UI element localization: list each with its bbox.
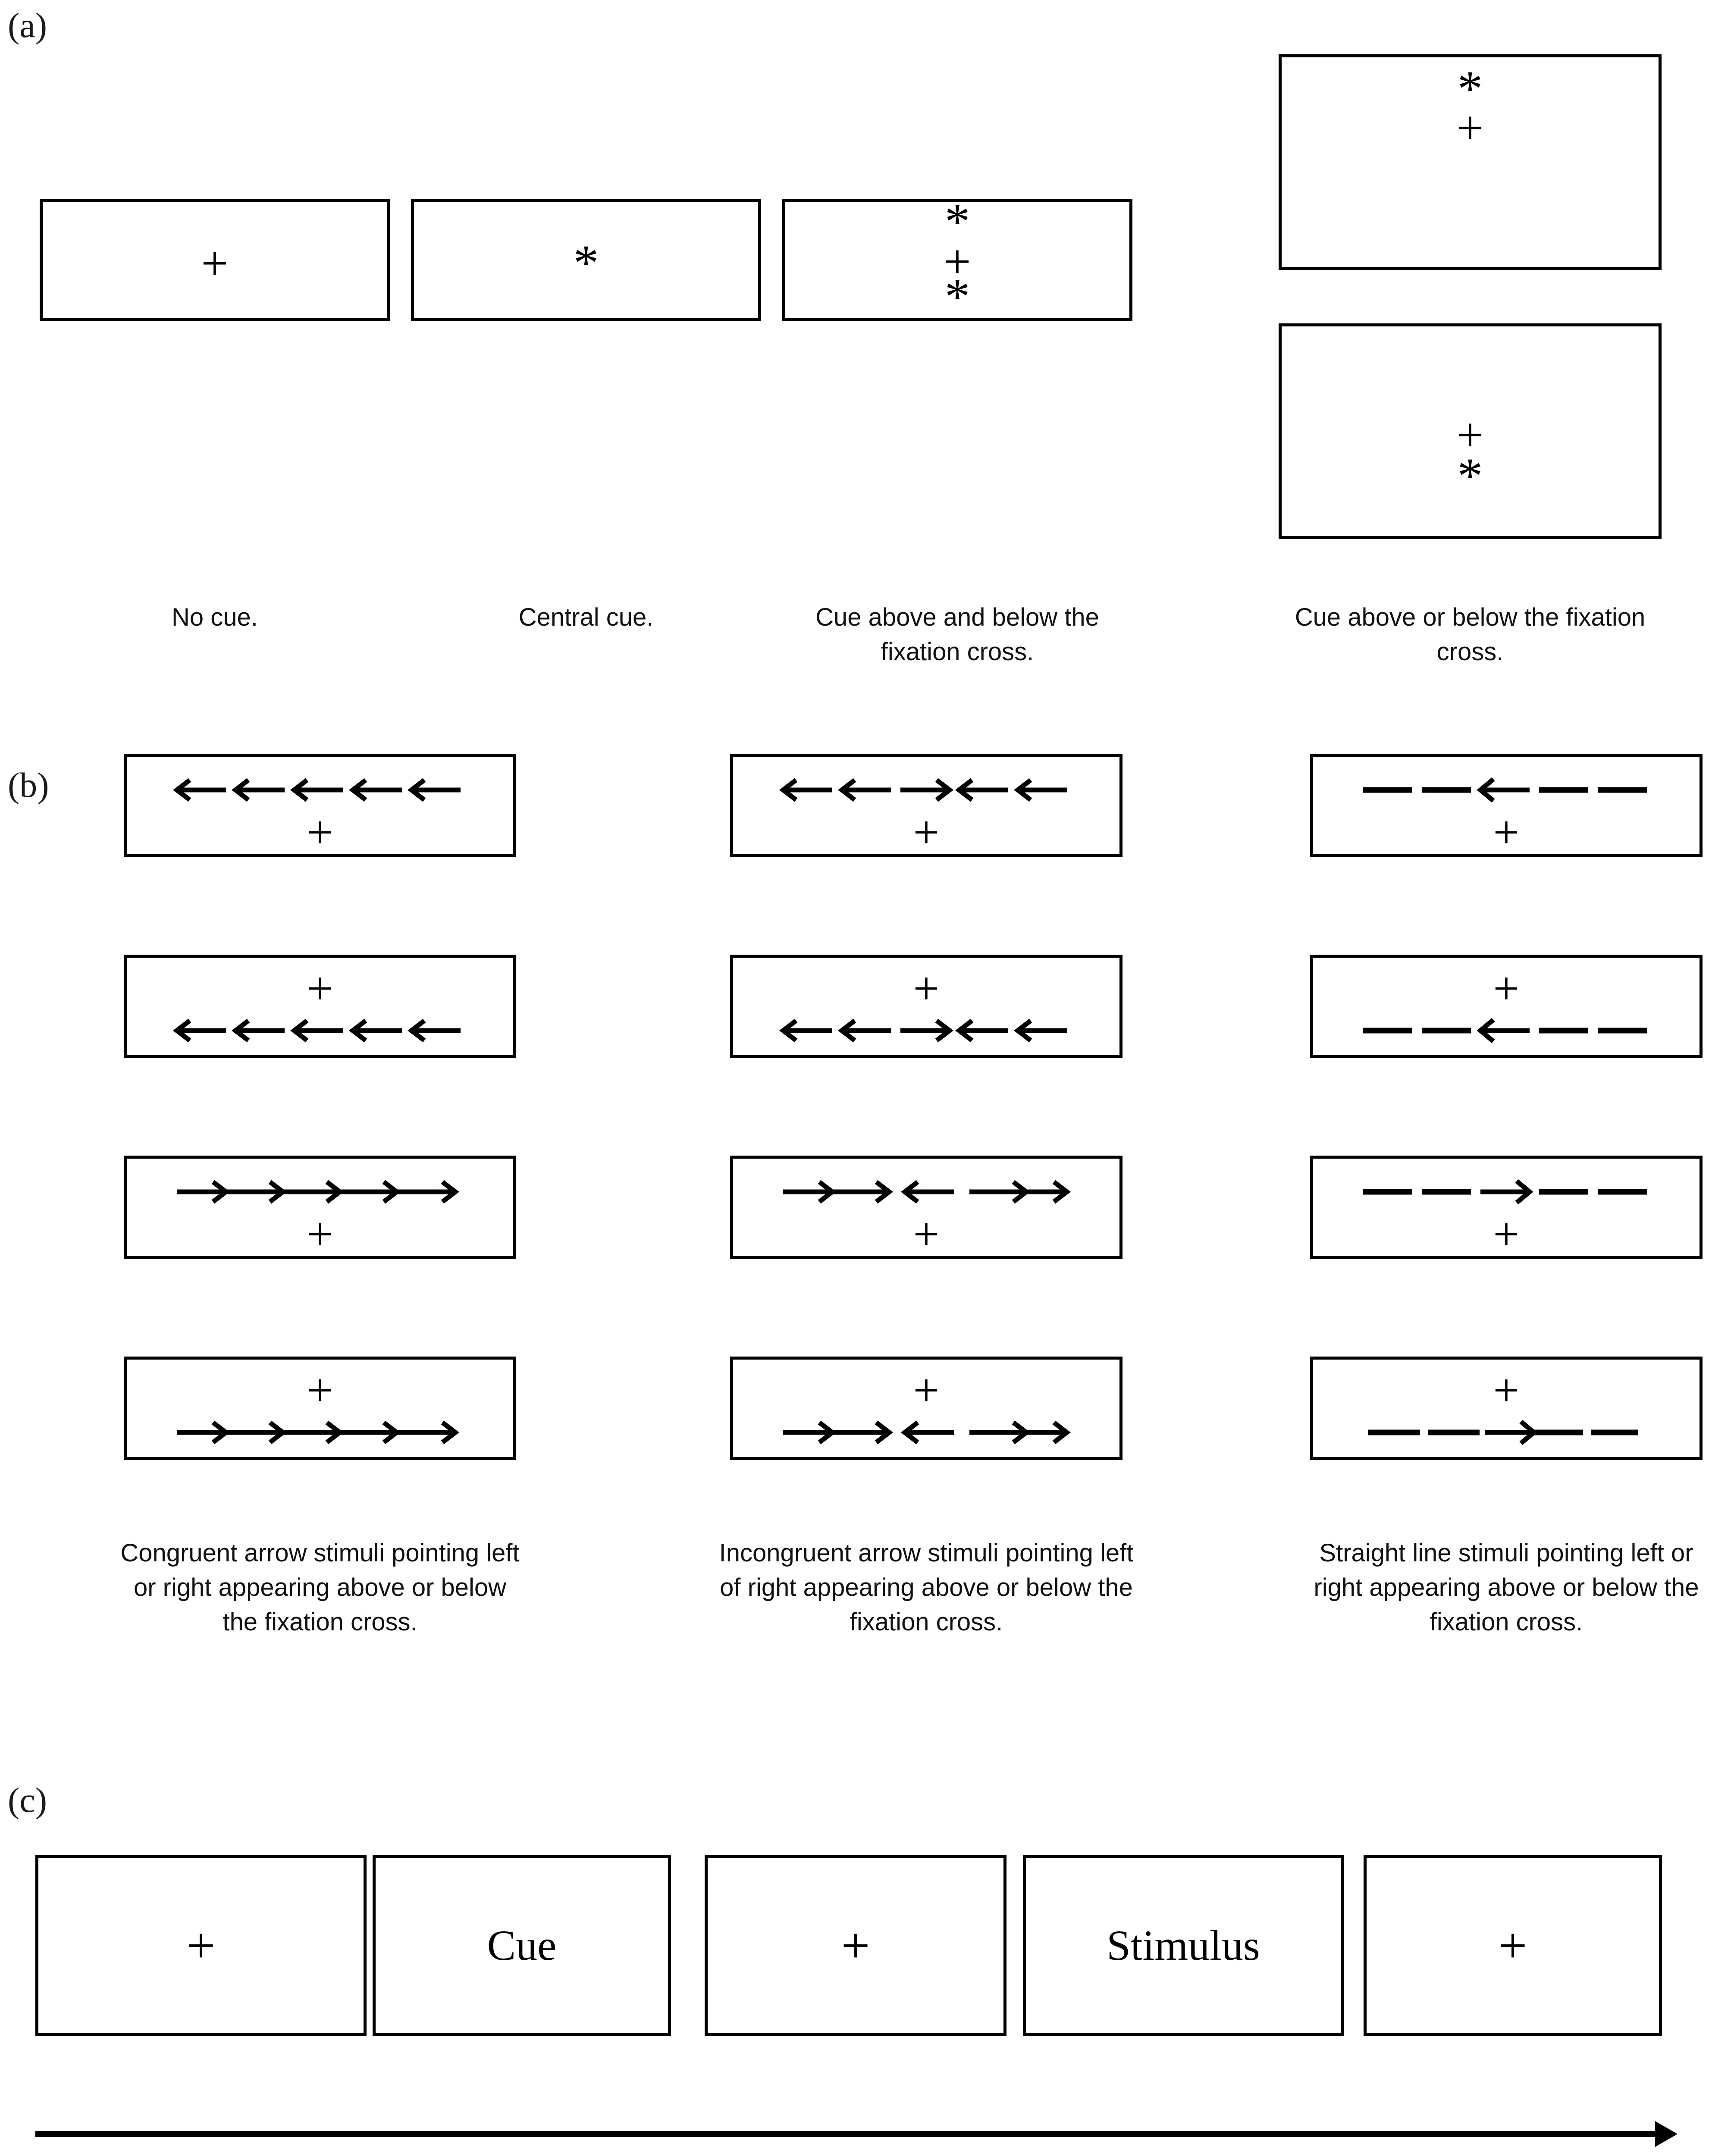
stimulus-row-lines-right — [1313, 1414, 1699, 1451]
panel-c-frame-cue: Cue — [373, 1855, 671, 2036]
stimulus-row-arrows-left — [127, 1012, 513, 1049]
fixation-cross: + — [1493, 1209, 1520, 1260]
fixation-cross: + — [1498, 1917, 1527, 1974]
panel-b-box-incongruent-above-left: + — [730, 754, 1123, 857]
fixation-cross: + — [1493, 807, 1520, 858]
stimulus-row-arrows-left — [127, 771, 513, 808]
panel-b-box-line-below-left: + — [1310, 955, 1703, 1058]
panel-a-box-central-cue: * — [411, 199, 761, 321]
panel-b-caption-incongruent: Incongruent arrow stimuli pointing left … — [719, 1539, 1134, 1636]
panel-b-box-incongruent-below-left: + — [730, 955, 1123, 1058]
panel-a-caption-no-cue: No cue. — [172, 603, 258, 631]
stimulus-label: Stimulus — [1107, 1921, 1260, 1969]
fixation-cross: + — [201, 237, 229, 290]
panel-c-frame-fixation-3: + — [1364, 1855, 1662, 2036]
panel-a-caption-cue-above-and-below: Cue above and below the fixation cross. — [815, 603, 1099, 666]
stimulus-row-arrows-right — [127, 1173, 513, 1210]
fixation-cross: + — [307, 1365, 333, 1416]
panel-b-box-congruent-below-right: + — [124, 1357, 516, 1460]
timeline-axis — [35, 2131, 1657, 2137]
panel-b-box-line-above-left: + — [1310, 754, 1703, 857]
fixation-cross: + — [913, 1365, 940, 1416]
stimulus-row-arrows-right — [127, 1414, 513, 1451]
panel-b-box-line-below-right: + — [1310, 1357, 1703, 1460]
panel-b-box-congruent-below-left: + — [124, 955, 516, 1058]
panel-a-caption-central-cue: Central cue. — [518, 603, 654, 631]
fixation-cross: + — [1493, 1365, 1520, 1416]
panel-b-caption-straight-lines: Straight line stimuli pointing left or r… — [1314, 1539, 1699, 1636]
fixation-cross: + — [307, 1209, 333, 1260]
panel-a-box-no-cue: + — [40, 199, 390, 321]
stimulus-row-arrows-incongruent-left — [733, 771, 1119, 808]
panel-c-frame-fixation-1: + — [35, 1855, 367, 2036]
timeline-arrow-icon — [1655, 2121, 1678, 2147]
stimulus-row-arrows-incongruent-left — [733, 1012, 1119, 1049]
stimulus-row-lines-left — [1313, 771, 1699, 808]
panel-b-letter: (b) — [8, 765, 49, 805]
panel-a-box-cue-below: + * — [1279, 323, 1662, 539]
panel-b-box-incongruent-above-right: + — [730, 1156, 1123, 1259]
fixation-cross: + — [913, 963, 940, 1014]
panel-c-letter: (c) — [8, 1780, 47, 1820]
fixation-cross: + — [913, 1209, 940, 1260]
cue-asterisk: * — [573, 235, 599, 291]
cue-asterisk-below: * — [1457, 448, 1483, 504]
fixation-cross: + — [841, 1917, 870, 1974]
fixation-cross: + — [307, 963, 333, 1014]
cue-label: Cue — [487, 1921, 557, 1969]
fixation-cross: + — [944, 235, 971, 288]
stimulus-row-lines-right — [1313, 1173, 1699, 1210]
panel-b-box-incongruent-below-right: + — [730, 1357, 1123, 1460]
panel-b-box-congruent-above-right: + — [124, 1156, 516, 1259]
fixation-cross: + — [186, 1917, 216, 1974]
panel-a-letter: (a) — [8, 6, 47, 45]
panel-b-box-congruent-above-left: + — [124, 754, 516, 857]
panel-a-box-cue-above: * + — [1279, 54, 1662, 270]
fixation-cross: + — [307, 807, 333, 858]
fixation-cross: + — [1493, 963, 1520, 1014]
cue-asterisk-below: * — [944, 268, 970, 325]
panel-c-frame-fixation-2: + — [705, 1855, 1007, 2036]
panel-a-caption-cue-above-or-below: Cue above or below the fixation cross. — [1295, 603, 1646, 666]
fixation-cross: + — [913, 807, 940, 858]
stimulus-row-arrows-incongruent-right — [733, 1414, 1119, 1451]
stimulus-row-arrows-incongruent-right — [733, 1173, 1119, 1210]
stimulus-row-lines-left — [1313, 1012, 1699, 1049]
fixation-cross: + — [1456, 408, 1484, 462]
panel-b-box-line-above-right: + — [1310, 1156, 1703, 1259]
panel-c-frame-stimulus: Stimulus — [1023, 1855, 1344, 2036]
fixation-cross: + — [1456, 101, 1484, 155]
cue-asterisk-above: * — [1457, 60, 1483, 117]
cue-asterisk-above: * — [944, 193, 970, 250]
panel-a-box-cue-above-and-below: * + * — [782, 193, 1132, 325]
panel-b-caption-congruent: Congruent arrow stimuli pointing left or… — [120, 1539, 520, 1636]
